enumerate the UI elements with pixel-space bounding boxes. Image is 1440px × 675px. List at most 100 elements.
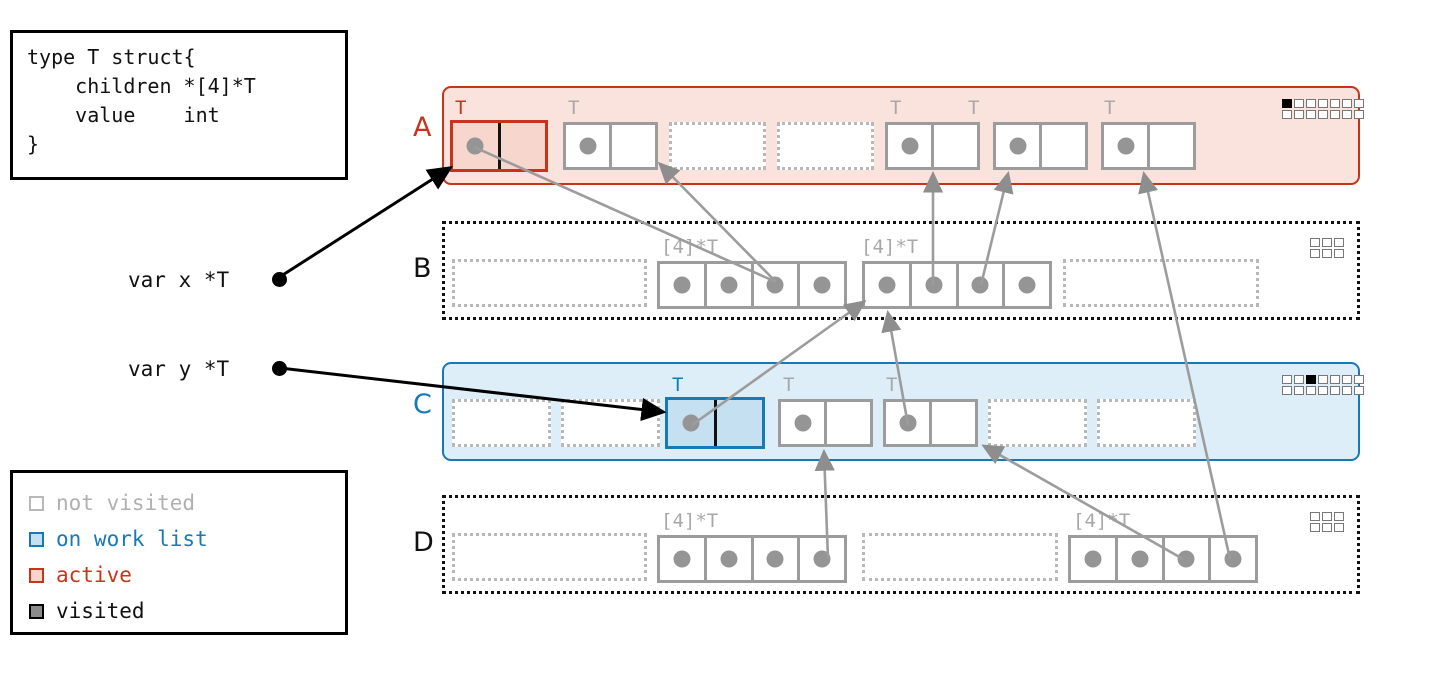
legend-item-0: not visited [29,485,345,521]
memory-chip-c [1282,375,1364,395]
pointer-dot [925,276,943,294]
object-d1[interactable] [657,535,847,583]
chip-row [1282,375,1364,384]
object-d1-cell-1 [703,538,751,580]
chip-cell [1354,110,1364,119]
chip-cell [1334,523,1344,532]
object-a0[interactable] [450,120,548,172]
object-c4-cell-1 [929,402,975,444]
object-d3-cell-3 [1208,538,1255,580]
object-c2[interactable] [665,397,765,449]
type-label-b1: [4]*T [661,236,719,258]
object-d1-cell-2 [750,538,798,580]
chip-cell [1342,99,1352,108]
free-slot-c1 [561,399,660,447]
object-d3-cell-2 [1161,538,1209,580]
chip-cell [1306,375,1316,384]
object-b2-cell-2 [955,264,1003,306]
var-y-label: var y *T [128,357,230,381]
free-slot-d0 [452,533,647,581]
chip-cell [1318,375,1328,384]
object-c3[interactable] [778,399,873,447]
pointer-dot [794,414,811,432]
legend-item-1: on work list [29,521,345,557]
chip-row [1282,110,1364,119]
object-c4-cell-0 [886,402,929,444]
chip-cell [1310,523,1320,532]
chip-cell [1306,386,1316,395]
free-cell [455,536,644,578]
chip-cell [1310,512,1320,521]
object-c3-cell-0 [781,402,824,444]
memory-chip-b [1310,238,1344,258]
object-d3-cell-1 [1114,538,1162,580]
chip-cell [1342,375,1352,384]
free-cell [991,402,1084,444]
type-label-b2: [4]*T [861,236,919,258]
type-label-a1: T [568,97,580,119]
object-a5[interactable] [993,122,1088,170]
type-label-c2: T [672,374,684,396]
legend-label: not visited [56,491,196,515]
chip-cell [1282,386,1292,395]
chip-row [1282,99,1364,108]
row-label-a: A [413,112,432,143]
state-legend: not visited on work list active visited [10,470,348,635]
object-a0-cell-1 [497,123,546,169]
object-c2-cell-0 [668,400,714,446]
pointer-dot [971,276,989,294]
type-label-a6: T [1104,97,1116,119]
pointer-dot [682,414,700,432]
object-b1-cell-2 [750,264,798,306]
object-a4[interactable] [885,122,980,170]
pointer-dot [1009,137,1026,155]
object-c4[interactable] [883,399,978,447]
type-label-d1: [4]*T [661,510,719,532]
free-slot-c5 [988,399,1087,447]
legend-swatch-icon [29,567,44,583]
pointer-dot [579,137,596,155]
memory-band-d [442,495,1360,594]
legend-item-2: active [29,557,345,593]
chip-cell [1330,386,1340,395]
chip-cell [1322,512,1332,521]
chip-cell [1330,375,1340,384]
object-b1[interactable] [657,261,847,309]
object-d3[interactable] [1068,535,1258,583]
pointer-dot [1018,276,1036,294]
object-b2-cell-3 [1002,264,1049,306]
object-a1[interactable] [563,122,658,170]
free-slot-d2 [862,533,1058,581]
row-label-d: D [413,527,434,558]
chip-cell [1322,249,1332,258]
chip-cell [1294,386,1304,395]
type-label-a0: T [455,97,467,119]
chip-cell [1330,99,1340,108]
chip-cell [1334,238,1344,247]
free-cell [455,262,644,304]
legend-swatch-icon [29,531,44,547]
object-a5-cell-1 [1039,125,1085,167]
object-a1-cell-1 [609,125,655,167]
object-b1-cell-0 [660,264,704,306]
pointer-dot [813,550,831,568]
legend-label: on work list [56,527,208,551]
free-cell [672,125,763,167]
chip-cell [1322,238,1332,247]
object-b2-cell-0 [865,264,909,306]
legend-item-3: visited [29,593,345,629]
free-cell [455,402,548,444]
type-label-c4: T [886,374,898,396]
chip-cell [1294,375,1304,384]
chip-cell [1318,99,1328,108]
pointer-dot [1084,550,1102,568]
object-a0-cell-0 [453,123,498,169]
free-cell [564,402,657,444]
chip-row [1310,238,1344,247]
object-a6[interactable] [1101,122,1196,170]
pointer-dot [899,414,916,432]
chip-cell [1282,375,1292,384]
row-label-c: C [413,389,432,420]
object-b2[interactable] [862,261,1052,309]
legend-label: active [56,563,132,587]
